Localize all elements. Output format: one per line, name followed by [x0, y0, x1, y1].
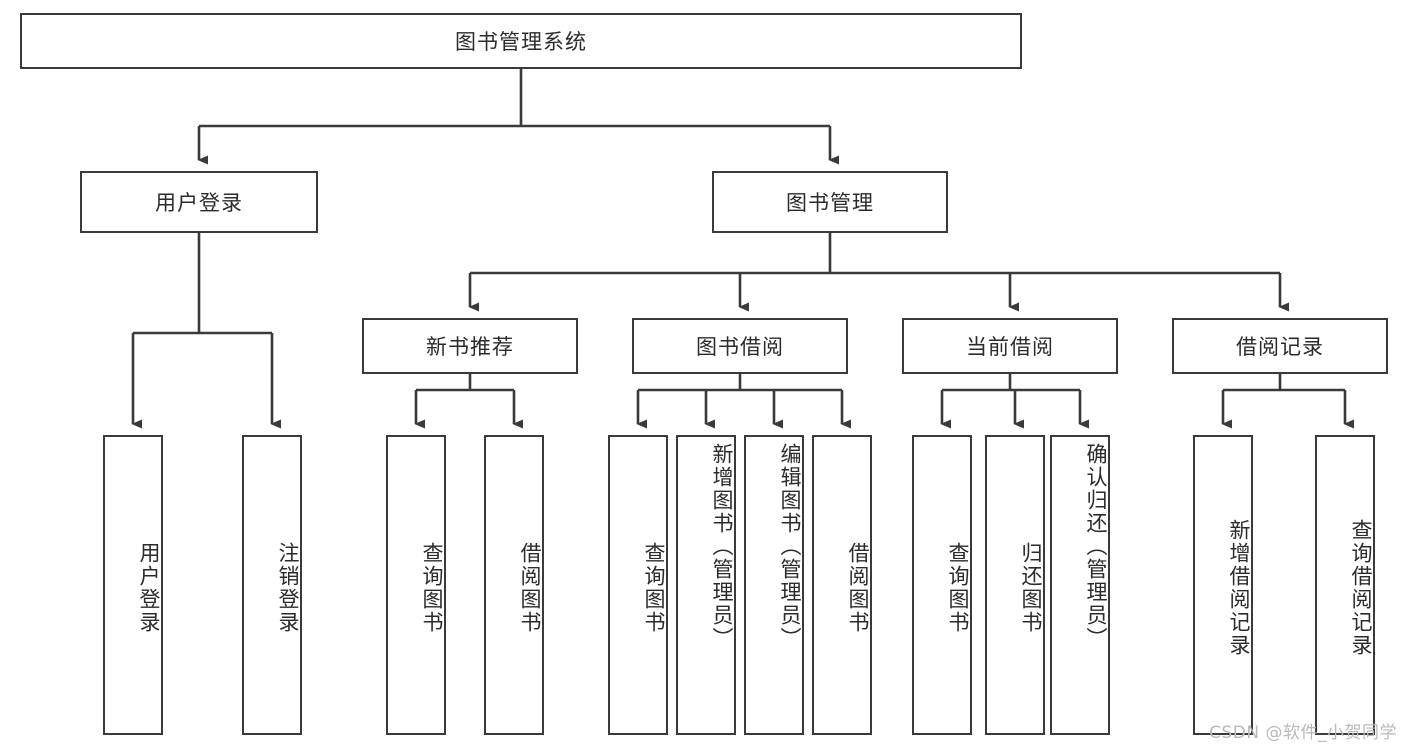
leaf-query-borrow-record[interactable]: 查询借阅记录 — [1315, 435, 1375, 735]
node-current-borrow[interactable]: 当前借阅 — [902, 318, 1118, 374]
node-book-borrow[interactable]: 图书借阅 — [632, 318, 848, 374]
node-label: 图书管理 — [786, 191, 874, 215]
node-label: 用户登录 — [137, 542, 161, 634]
leaf-lend-book[interactable]: 借阅图书 — [812, 435, 872, 735]
node-label: 用户登录 — [155, 191, 243, 215]
leaf-user-login[interactable]: 用户登录 — [103, 435, 163, 735]
node-label: 图书管理系统 — [455, 30, 587, 54]
node-label: 借阅图书 — [846, 542, 870, 634]
node-root-system[interactable]: 图书管理系统 — [20, 13, 1022, 69]
node-label: 归还图书 — [1019, 542, 1043, 634]
node-label: 查询借阅记录 — [1349, 519, 1373, 657]
csdn-watermark: CSDN @软件_小贺同学 — [1209, 723, 1397, 743]
leaf-query-book-current[interactable]: 查询图书 — [912, 435, 972, 735]
leaf-user-logout[interactable]: 注销登录 — [242, 435, 302, 735]
node-label: 图书借阅 — [696, 335, 784, 359]
node-label: 借阅记录 — [1236, 335, 1324, 359]
node-label: 查询图书 — [946, 542, 970, 634]
leaf-query-book-newbook[interactable]: 查询图书 — [386, 435, 446, 735]
node-label: 新书推荐 — [426, 335, 514, 359]
node-label: 编辑图书（管理员） — [778, 443, 802, 650]
node-label: 借阅图书 — [518, 542, 542, 634]
node-label: 查询图书 — [642, 542, 666, 634]
node-borrow-records[interactable]: 借阅记录 — [1172, 318, 1388, 374]
node-label: 注销登录 — [276, 542, 300, 634]
leaf-borrow-book-newbook[interactable]: 借阅图书 — [484, 435, 544, 735]
node-label: 查询图书 — [420, 542, 444, 634]
node-new-book-recommend[interactable]: 新书推荐 — [362, 318, 578, 374]
node-user-login[interactable]: 用户登录 — [80, 171, 318, 233]
leaf-return-book[interactable]: 归还图书 — [985, 435, 1045, 735]
node-label: 新增图书（管理员） — [710, 443, 734, 650]
leaf-add-book-admin[interactable]: 新增图书（管理员） — [676, 435, 736, 735]
node-label: 新增借阅记录 — [1227, 519, 1251, 657]
node-label: 确认归还（管理员） — [1084, 443, 1108, 650]
leaf-edit-book-admin[interactable]: 编辑图书（管理员） — [744, 435, 804, 735]
leaf-confirm-return-admin[interactable]: 确认归还（管理员） — [1050, 435, 1110, 735]
node-label: 当前借阅 — [966, 335, 1054, 359]
leaf-add-borrow-record[interactable]: 新增借阅记录 — [1193, 435, 1253, 735]
leaf-query-book-borrow[interactable]: 查询图书 — [608, 435, 668, 735]
node-book-management[interactable]: 图书管理 — [712, 171, 948, 233]
